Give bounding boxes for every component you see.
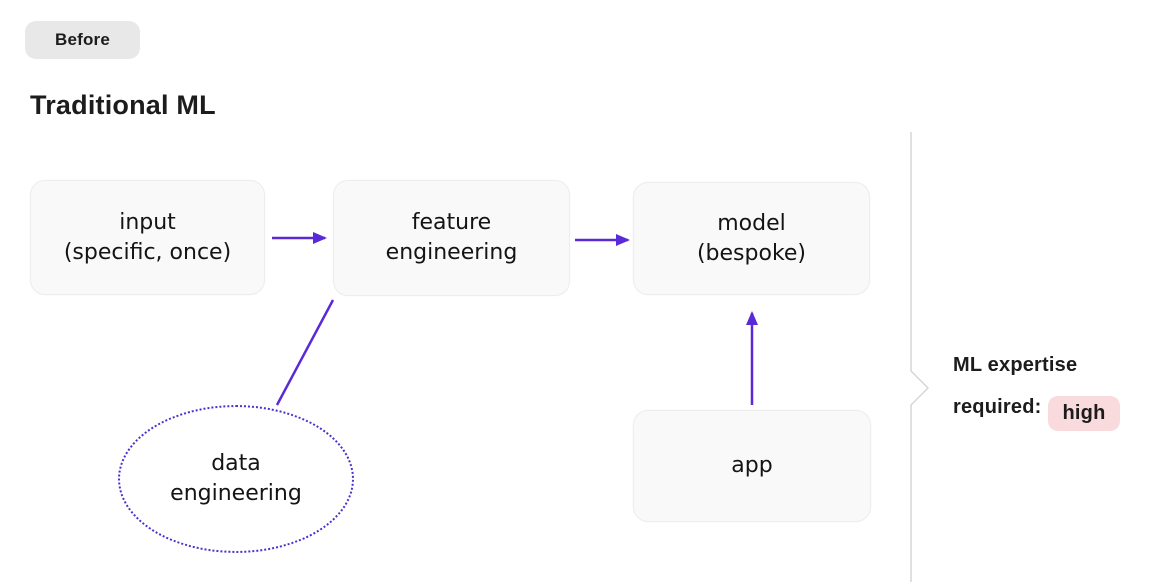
ml-expertise-note: ML expertise required: high (953, 344, 1120, 431)
expertise-bracket (910, 132, 929, 582)
node-feature-engineering: feature engineering (333, 180, 570, 296)
before-badge-label: Before (54, 30, 111, 49)
ml-expertise-line2: required: high (953, 386, 1120, 431)
node-app-label: app (731, 453, 773, 479)
ml-expertise-line1: ML expertise (953, 344, 1120, 386)
before-badge: Before (25, 21, 140, 59)
node-model-label: model (bespoke) (696, 210, 807, 266)
line-data-engineering-to-feature (275, 299, 335, 406)
ml-expertise-text2: required: (953, 396, 1042, 418)
node-input: input (specific, once) (30, 180, 265, 295)
page-title: Traditional ML (30, 90, 216, 120)
ml-expertise-text1: ML expertise (953, 354, 1078, 376)
expertise-level-badge: high (1048, 396, 1120, 431)
node-feature-engineering-label: feature engineering (385, 210, 518, 265)
node-input-label: input (specific, once) (63, 209, 232, 265)
node-data-engineering-label: data engineering (170, 451, 302, 506)
node-data-engineering: data engineering (118, 405, 354, 553)
node-app: app (633, 410, 871, 522)
node-model: model (bespoke) (633, 182, 870, 295)
